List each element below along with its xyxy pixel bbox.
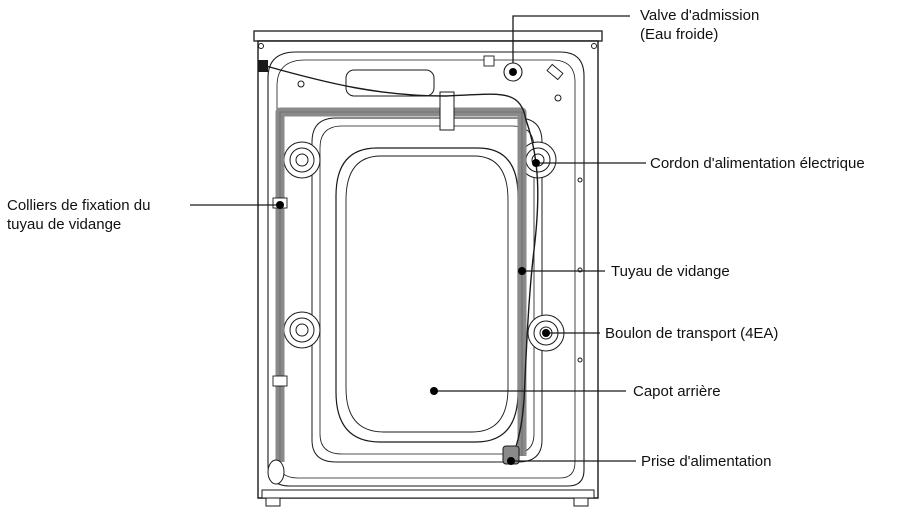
- top-recess: [345, 69, 435, 97]
- label-inlet-valve: Valve d'admission (Eau froide): [640, 6, 759, 44]
- label-back-cover: Capot arrière: [633, 383, 721, 400]
- callout-dots: [276, 68, 550, 465]
- label-inlet-valve-line1: Valve d'admission: [640, 7, 760, 24]
- label-hose-clamps-line2: tuyau de vidange: [7, 216, 122, 233]
- label-transit-bolt: Boulon de transport (4EA): [605, 325, 779, 342]
- label-hose-clamps: Colliers de fixation du tuyau de vidange: [7, 196, 150, 234]
- dot-power-plug: [507, 457, 515, 465]
- hose-clip-top: [439, 91, 455, 131]
- label-power-cord: Cordon d'alimentation électrique: [650, 155, 865, 172]
- dot-inlet-valve: [509, 68, 517, 76]
- back-cover-outline: [335, 147, 519, 443]
- dot-power-cord: [532, 159, 540, 167]
- foot-right: [573, 497, 589, 507]
- top-tag: [546, 63, 564, 81]
- dot-drain-hose: [518, 267, 526, 275]
- leader-inlet-valve: [512, 15, 630, 63]
- transit-bolt-bottom-left: [283, 311, 321, 349]
- label-hose-clamps-line1: Colliers de fixation du: [7, 197, 151, 214]
- drain-hose-edge: [279, 111, 523, 462]
- hose-clamp-lower: [272, 375, 288, 387]
- dot-transit-bolt: [542, 329, 550, 337]
- label-drain-hose: Tuyau de vidange: [611, 263, 730, 280]
- transit-bolt-top-left: [283, 141, 321, 179]
- dot-back-cover: [430, 387, 438, 395]
- back-panel-contour: [267, 51, 585, 487]
- back-panel-contour-inner: [276, 59, 576, 479]
- back-cover-inner: [345, 155, 509, 433]
- dot-hose-clamps: [276, 201, 284, 209]
- connector-block: [258, 60, 268, 72]
- hose-end: [267, 459, 285, 485]
- top-small-block: [483, 55, 495, 67]
- leader-lines: [190, 15, 646, 462]
- label-inlet-valve-line2: (Eau froide): [640, 26, 719, 43]
- top-lid: [253, 30, 603, 42]
- label-power-plug: Prise d'alimentation: [641, 453, 772, 470]
- base-frame: [261, 489, 595, 499]
- foot-left: [265, 497, 281, 507]
